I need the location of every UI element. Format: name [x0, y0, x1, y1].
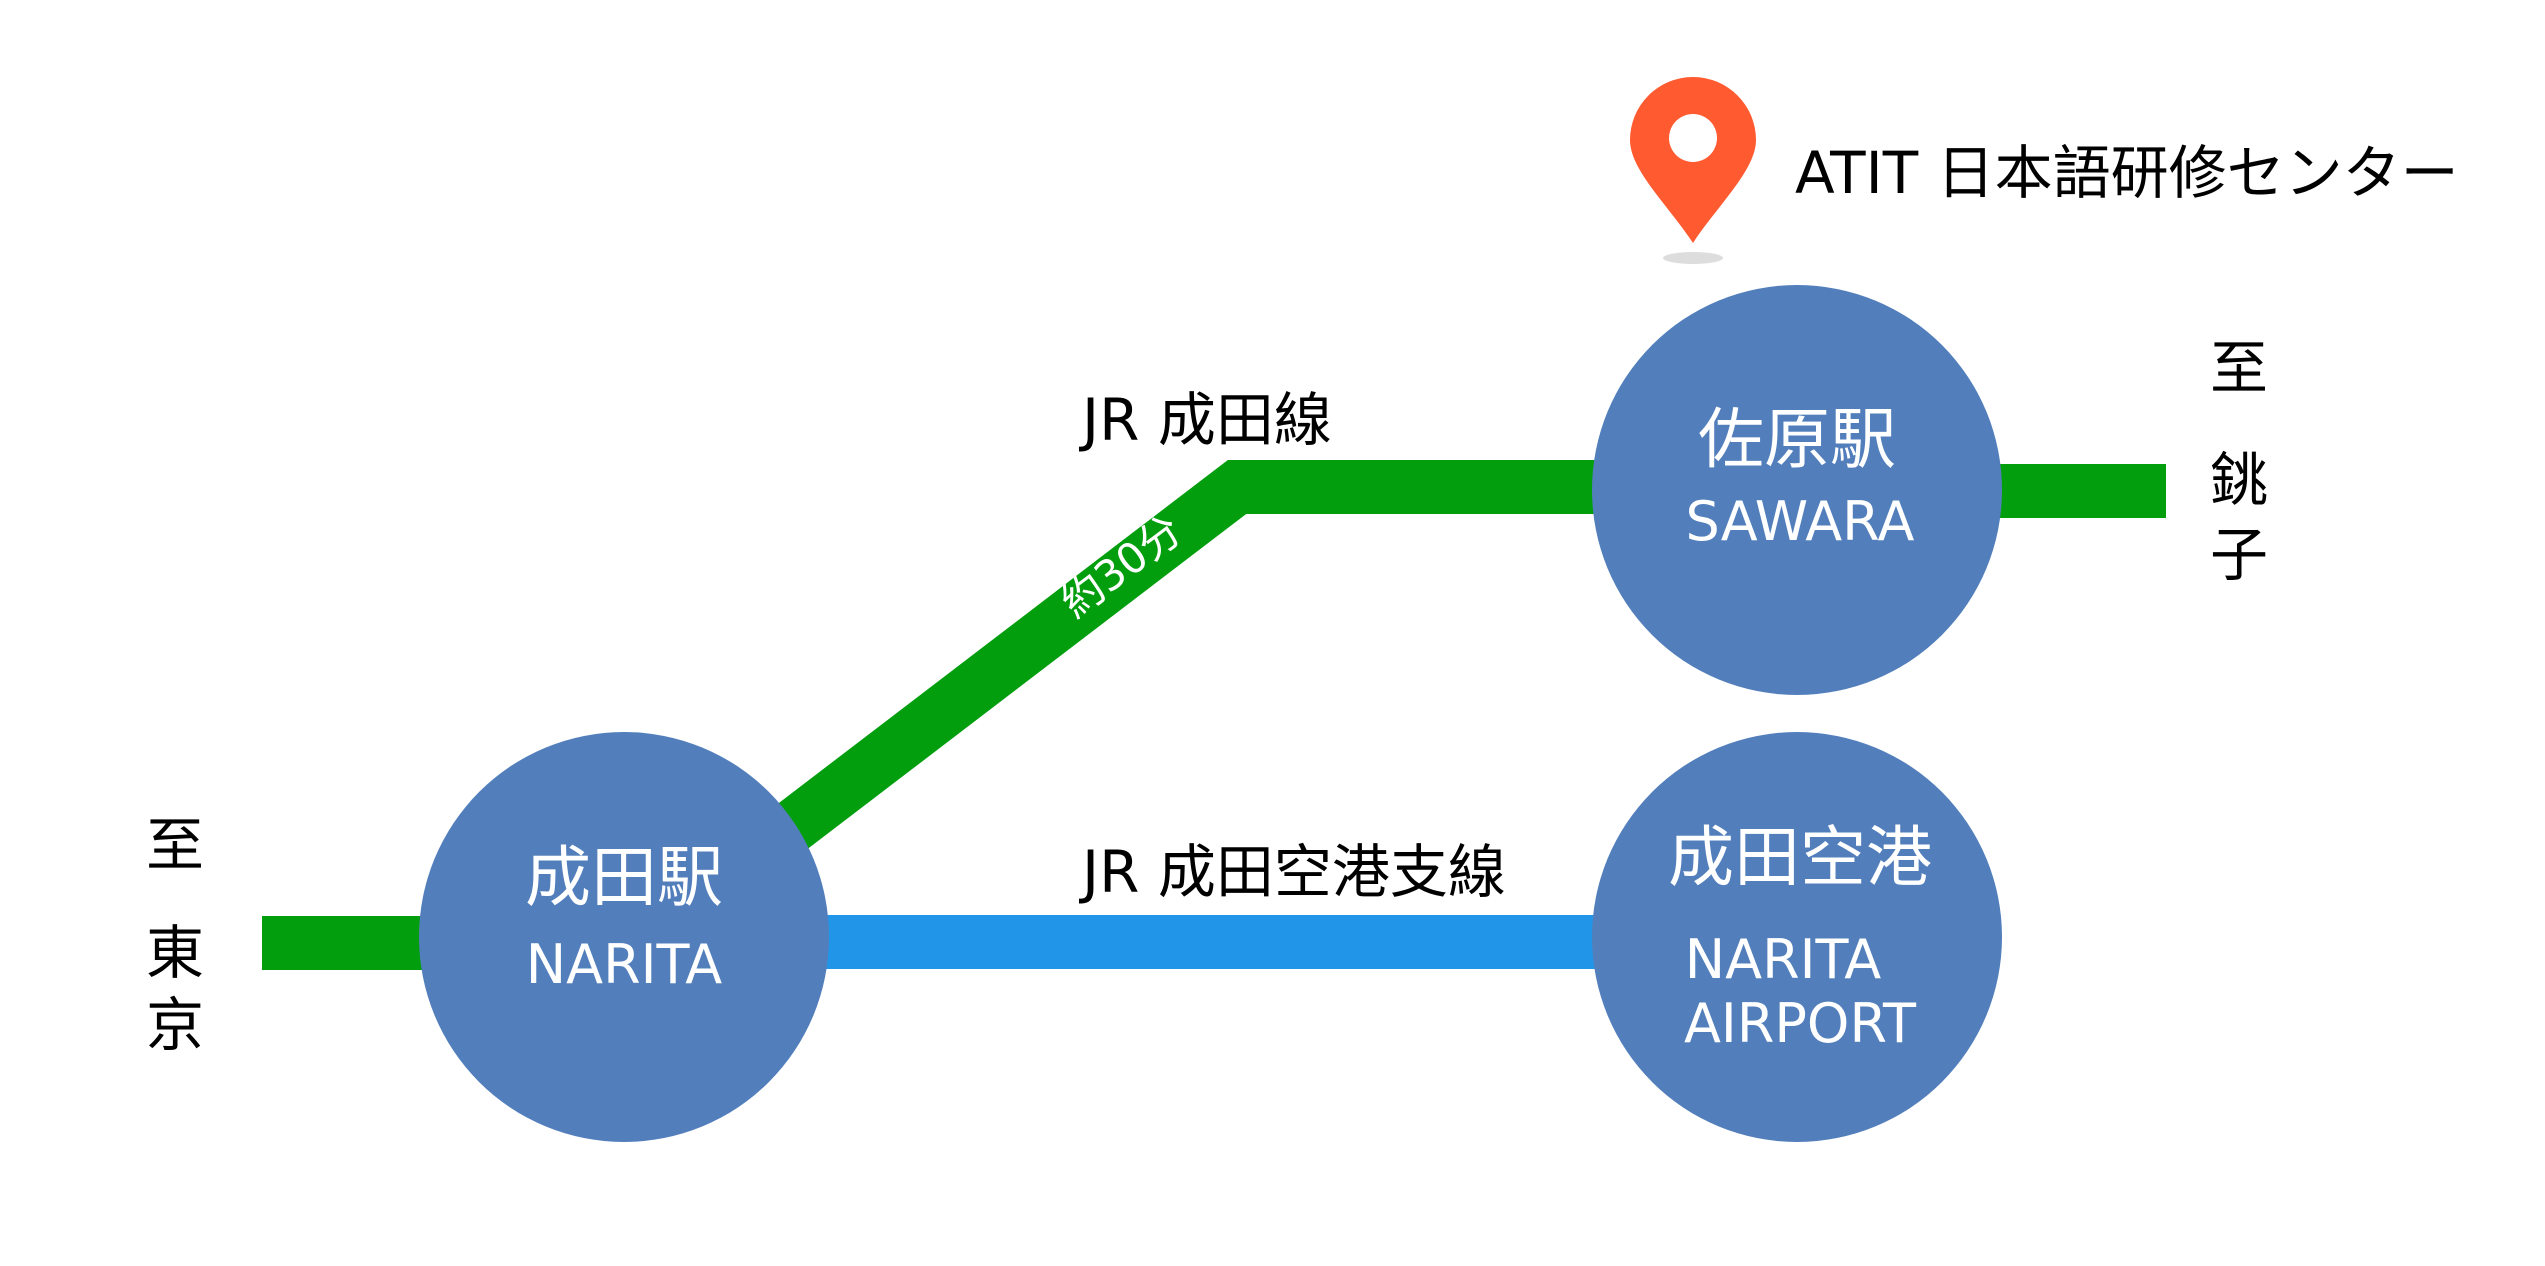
- airport-branch-label: JR 成田空港支線: [1079, 838, 1506, 906]
- terminal-tokyo-char-2: 東: [146, 919, 204, 987]
- map-pin-icon: [1630, 77, 1756, 264]
- map-pin-shadow: [1663, 252, 1723, 264]
- station-sawara-name-en: SAWARA: [1686, 490, 1915, 553]
- terminal-choshi-char-2: 銚: [2210, 446, 2268, 514]
- terminal-choshi: 至 銚 子: [2210, 334, 2268, 589]
- destination-name: ATIT 日本語研修センター: [1795, 139, 2459, 207]
- terminal-tokyo: 至 東 京: [146, 811, 204, 1059]
- terminal-tokyo-char-1: 至: [146, 811, 204, 879]
- station-airport-name-jp: 成田空港: [1668, 819, 1932, 896]
- terminal-tokyo-char-3: 京: [146, 991, 204, 1059]
- narita-line-label: JR 成田線: [1079, 386, 1332, 454]
- station-airport-circle: [1592, 732, 2002, 1142]
- map-pin-hole: [1669, 114, 1717, 162]
- station-airport-name-en-line2: AIRPORT: [1684, 992, 1917, 1055]
- station-narita-name-en: NARITA: [526, 933, 723, 996]
- narita-line-tokyo-segment: [262, 916, 442, 970]
- station-narita-airport: 成田空港 NARITA AIRPORT: [1592, 732, 2002, 1142]
- station-sawara-circle: [1592, 285, 2002, 695]
- station-sawara: 佐原駅 SAWARA: [1592, 285, 2002, 695]
- station-narita-circle: [419, 732, 829, 1142]
- station-narita: 成田駅 NARITA: [419, 732, 829, 1142]
- airport-branch-line: [800, 915, 1640, 969]
- terminal-choshi-char-1: 至: [2210, 334, 2268, 402]
- station-airport-name-en-line1: NARITA: [1685, 928, 1882, 991]
- terminal-choshi-char-3: 子: [2210, 521, 2268, 589]
- station-sawara-name-jp: 佐原駅: [1698, 401, 1896, 478]
- station-narita-name-jp: 成田駅: [525, 839, 723, 916]
